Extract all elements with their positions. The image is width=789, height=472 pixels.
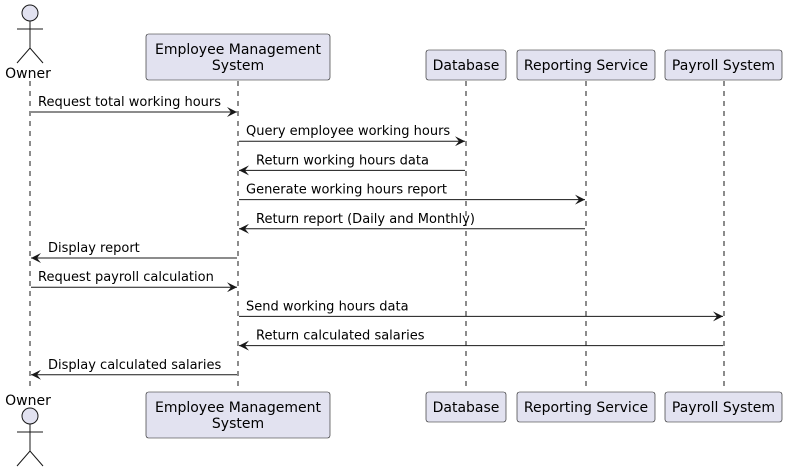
participant-db-top: Database xyxy=(425,49,507,81)
participant-box xyxy=(145,391,331,439)
message-label: Request payroll calculation xyxy=(38,270,214,285)
participant-label-ems: System xyxy=(212,58,264,74)
message-2: Query employee working hours xyxy=(239,124,465,147)
participant-label-payroll: Payroll System xyxy=(672,58,775,74)
participant-box xyxy=(516,49,656,81)
message-3: Return working hours data xyxy=(239,153,465,176)
message-5: Return report (Daily and Monthly) xyxy=(239,212,585,234)
participant-payroll-top: Payroll System xyxy=(664,49,783,81)
actor-owner-top: Owner xyxy=(5,4,51,82)
participant-label-ems: System xyxy=(212,416,264,432)
actor-stick-figure-icon xyxy=(16,407,44,467)
actor-legs xyxy=(16,450,44,467)
message-label: Generate working hours report xyxy=(246,183,447,198)
participant-label-ems: Employee Management xyxy=(155,400,322,416)
participant-label-db: Database xyxy=(433,400,500,416)
message-label: Display report xyxy=(48,241,140,256)
participant-box xyxy=(664,391,783,423)
message-label: Return report (Daily and Monthly) xyxy=(256,212,475,227)
message-7: Request payroll calculation xyxy=(31,270,237,293)
actor-stick-figure-icon xyxy=(16,4,44,64)
actor-label-owner: Owner xyxy=(5,66,51,82)
participant-box xyxy=(425,49,507,81)
participant-label-payroll: Payroll System xyxy=(672,400,775,416)
message-1: Request total working hours xyxy=(31,95,237,117)
participant-box xyxy=(516,391,656,423)
participant-reporting-bottom: Reporting Service xyxy=(516,391,656,423)
message-8: Send working hours data xyxy=(239,299,723,322)
participant-box xyxy=(145,33,331,81)
participant-payroll-bottom: Payroll System xyxy=(664,391,783,423)
message-label: Return working hours data xyxy=(256,153,429,168)
message-4: Generate working hours report xyxy=(239,183,585,205)
participant-reporting-top: Reporting Service xyxy=(516,49,656,81)
actor-head xyxy=(21,4,39,22)
actor-label-owner: Owner xyxy=(5,393,51,409)
actor-owner-bottom: Owner xyxy=(5,393,51,467)
participant-box xyxy=(425,391,507,423)
message-10: Display calculated salaries xyxy=(31,358,237,380)
participant-label-ems: Employee Management xyxy=(155,42,322,58)
actor-legs xyxy=(16,47,44,64)
message-label: Query employee working hours xyxy=(246,124,450,139)
participant-db-bottom: Database xyxy=(425,391,507,423)
participant-label-reporting: Reporting Service xyxy=(524,400,648,416)
participant-label-reporting: Reporting Service xyxy=(524,58,648,74)
message-9: Return calculated salaries xyxy=(239,329,723,351)
actor-head xyxy=(21,407,39,425)
participant-box xyxy=(664,49,783,81)
participant-label-db: Database xyxy=(433,58,500,74)
message-6: Display report xyxy=(31,241,237,263)
message-label: Display calculated salaries xyxy=(48,358,221,373)
message-label: Request total working hours xyxy=(38,95,221,110)
message-label: Send working hours data xyxy=(246,299,409,314)
message-label: Return calculated salaries xyxy=(256,329,425,344)
